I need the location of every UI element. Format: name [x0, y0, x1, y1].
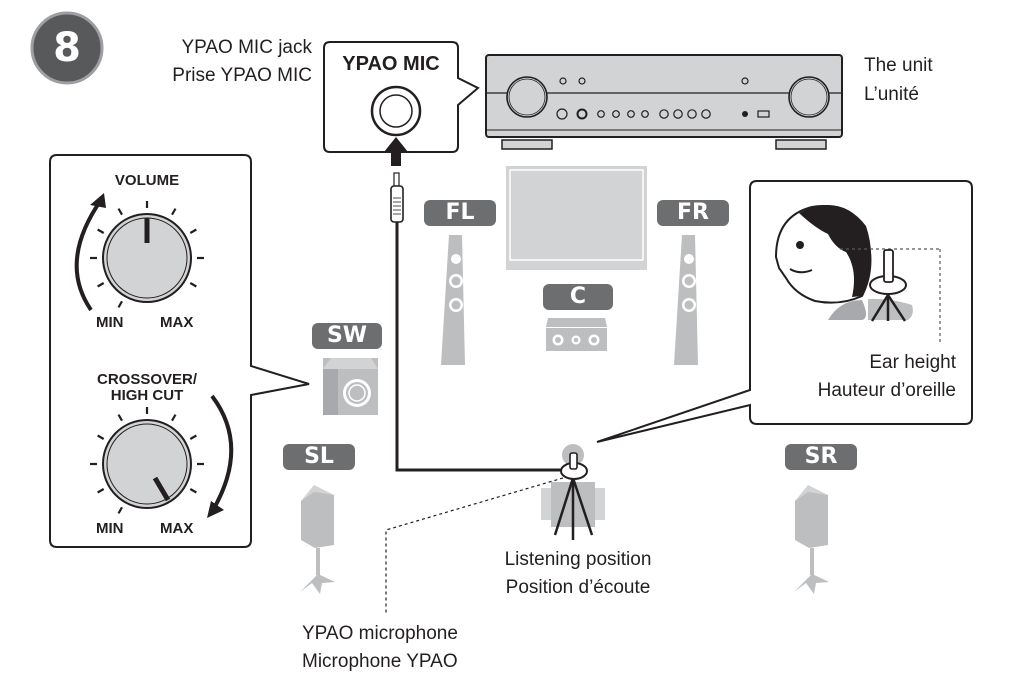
knob-tick	[117, 208, 123, 216]
mic-jack-caption-en: YPAO MIC jack	[181, 37, 312, 58]
unit-caption-en: The unit	[864, 55, 933, 76]
microphone-caption-en: YPAO microphone	[302, 623, 458, 644]
listening-position-caption-en: Listening position	[504, 549, 652, 570]
speaker-tag-sl: SL	[283, 444, 355, 470]
knob-tick	[171, 414, 177, 422]
knob-tick	[97, 282, 105, 288]
speaker-tag-sw: SW	[312, 323, 382, 349]
front-left-speaker	[441, 235, 465, 365]
speaker-tag-sr: SR	[785, 444, 857, 470]
step-number: 8	[53, 25, 81, 71]
tv-screen	[506, 166, 647, 270]
surround-left-speaker	[300, 485, 335, 594]
mic-jack-callout	[323, 41, 480, 153]
surround-right-speaker	[794, 485, 829, 594]
crossover-min-label: MIN	[96, 520, 124, 537]
knob-tick	[97, 228, 105, 234]
speaker-tag-c: C	[543, 284, 613, 310]
knob-tick	[189, 434, 197, 440]
front-right-speaker	[674, 235, 698, 365]
knob-tick	[117, 506, 123, 514]
ear-height-caption-fr: Hauteur d’oreille	[817, 380, 956, 401]
unit-caption-fr: L’unité	[864, 84, 919, 105]
volume-knob	[74, 193, 204, 312]
mic-cable	[384, 137, 563, 472]
crossover-max-label: MAX	[160, 520, 194, 537]
subwoofer	[323, 358, 378, 415]
crossover-knob	[90, 394, 234, 518]
volume-max-label: MAX	[160, 314, 194, 331]
listening-position-caption-fr: Position d’écoute	[505, 577, 651, 598]
step-badge	[30, 11, 104, 85]
knob-tick	[117, 300, 123, 308]
mic-jack-caption-fr: Prise YPAO MIC	[172, 65, 312, 86]
ear-height-caption-en: Ear height	[869, 352, 956, 373]
speaker-tag-fr: FR	[657, 200, 729, 226]
microphone-caption-fr: Microphone YPAO	[302, 651, 458, 672]
speaker-tag-fl: FL	[424, 200, 496, 226]
ear-height-callout	[596, 180, 973, 443]
crossover-label-line1: CROSSOVER/	[96, 371, 198, 388]
knob-tick	[97, 488, 105, 494]
volume-label: VOLUME	[114, 172, 180, 189]
knob-tick	[171, 208, 177, 216]
knob-tick	[97, 434, 105, 440]
knob-tick	[117, 414, 123, 422]
knob-tick	[189, 282, 197, 288]
crossover-label-line2: HIGH CUT	[110, 387, 184, 404]
listening-position	[385, 444, 605, 615]
mic-jack-panel-label: YPAO MIC	[342, 53, 440, 75]
av-receiver	[485, 54, 843, 150]
center-speaker	[546, 318, 607, 351]
volume-min-label: MIN	[96, 314, 124, 331]
knob-tick	[189, 488, 197, 494]
knob-tick	[189, 228, 197, 234]
